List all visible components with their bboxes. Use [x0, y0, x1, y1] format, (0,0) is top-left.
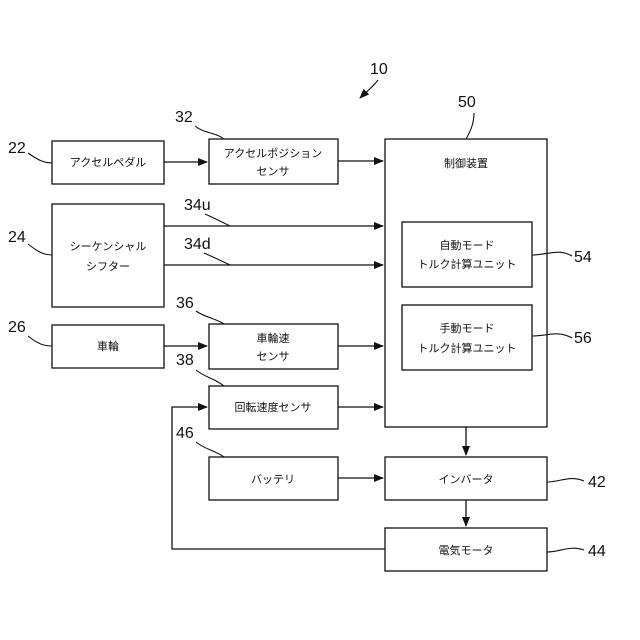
battery-lead — [196, 442, 224, 457]
inverter-ref: 42 — [588, 474, 606, 491]
wheel-speed-sensor-line2: センサ — [257, 350, 290, 363]
wheel-speed-sensor-lead — [196, 311, 224, 324]
auto-mode-unit-line2: トルク計算ユニット — [418, 257, 517, 271]
rotation-speed-sensor-block: 回転速度センサ — [209, 386, 338, 429]
shift-down-signal-ref: 34d — [184, 236, 211, 253]
electric-motor-block: 電気モータ — [385, 528, 547, 571]
accel-position-sensor-lead — [195, 126, 224, 139]
auto-mode-unit-block: 自動モード トルク計算ユニット — [402, 222, 532, 287]
controller-lead — [466, 113, 474, 139]
wheel-ref: 26 — [8, 319, 26, 336]
sequential-shifter-ref: 24 — [8, 229, 26, 246]
inverter-lead — [547, 479, 584, 482]
battery-block: バッテリ — [209, 457, 338, 500]
accel-pedal-label: アクセルペダル — [70, 155, 146, 169]
wheel-lead — [28, 336, 52, 346]
shift-up-signal-ref: 34u — [184, 197, 211, 214]
wheel-label: 車輪 — [97, 339, 119, 353]
battery-label: バッテリ — [251, 473, 295, 486]
figure-ref-arrow — [360, 80, 378, 98]
electric-motor-ref: 44 — [588, 543, 606, 560]
electric-motor-label: 電気モータ — [439, 543, 494, 557]
battery-ref: 46 — [176, 425, 194, 442]
accel-pedal-lead — [28, 153, 52, 163]
sequential-shifter-lead — [28, 244, 52, 255]
sequential-shifter-line1: シーケンシャル — [70, 240, 147, 253]
auto-mode-unit-line1: 自動モード — [440, 238, 495, 252]
accel-position-sensor-block: アクセルポジション センサ — [209, 139, 338, 184]
shift-down-signal-lead — [204, 253, 230, 265]
inverter-block: インバータ — [385, 457, 547, 500]
sequential-shifter-line2: シフター — [86, 260, 130, 273]
controller-label: 制御装置 — [444, 156, 488, 170]
sequential-shifter-block: シーケンシャル シフター — [52, 204, 164, 307]
wheel-speed-sensor-line1: 車輪速 — [257, 331, 290, 345]
electric-motor-lead — [547, 548, 584, 552]
wheel-speed-sensor-ref: 36 — [176, 295, 194, 312]
wheel-speed-sensor-block: 車輪速 センサ — [209, 324, 338, 369]
auto-mode-unit-ref: 54 — [574, 249, 592, 266]
controller-ref: 50 — [458, 94, 476, 111]
accel-pedal-ref: 22 — [8, 140, 26, 157]
shift-up-signal-lead — [205, 214, 230, 226]
accel-position-sensor-line1: アクセルポジション — [224, 147, 322, 160]
rotation-speed-sensor-label: 回転速度センサ — [235, 400, 312, 414]
manual-mode-unit-line2: トルク計算ユニット — [418, 341, 517, 355]
rotation-speed-sensor-lead — [196, 370, 224, 386]
accel-position-sensor-line2: センサ — [257, 165, 290, 178]
manual-mode-unit-block: 手動モード トルク計算ユニット — [402, 305, 532, 370]
manual-mode-unit-line1: 手動モード — [440, 321, 495, 335]
manual-mode-unit-ref: 56 — [574, 330, 592, 347]
inverter-label: インバータ — [439, 473, 494, 486]
wheel-block: 車輪 — [52, 325, 164, 368]
accel-position-sensor-ref: 32 — [175, 109, 193, 126]
figure-ref: 10 — [370, 61, 388, 78]
rotation-speed-sensor-ref: 38 — [176, 352, 194, 369]
accel-pedal-block: アクセルペダル — [52, 141, 164, 184]
